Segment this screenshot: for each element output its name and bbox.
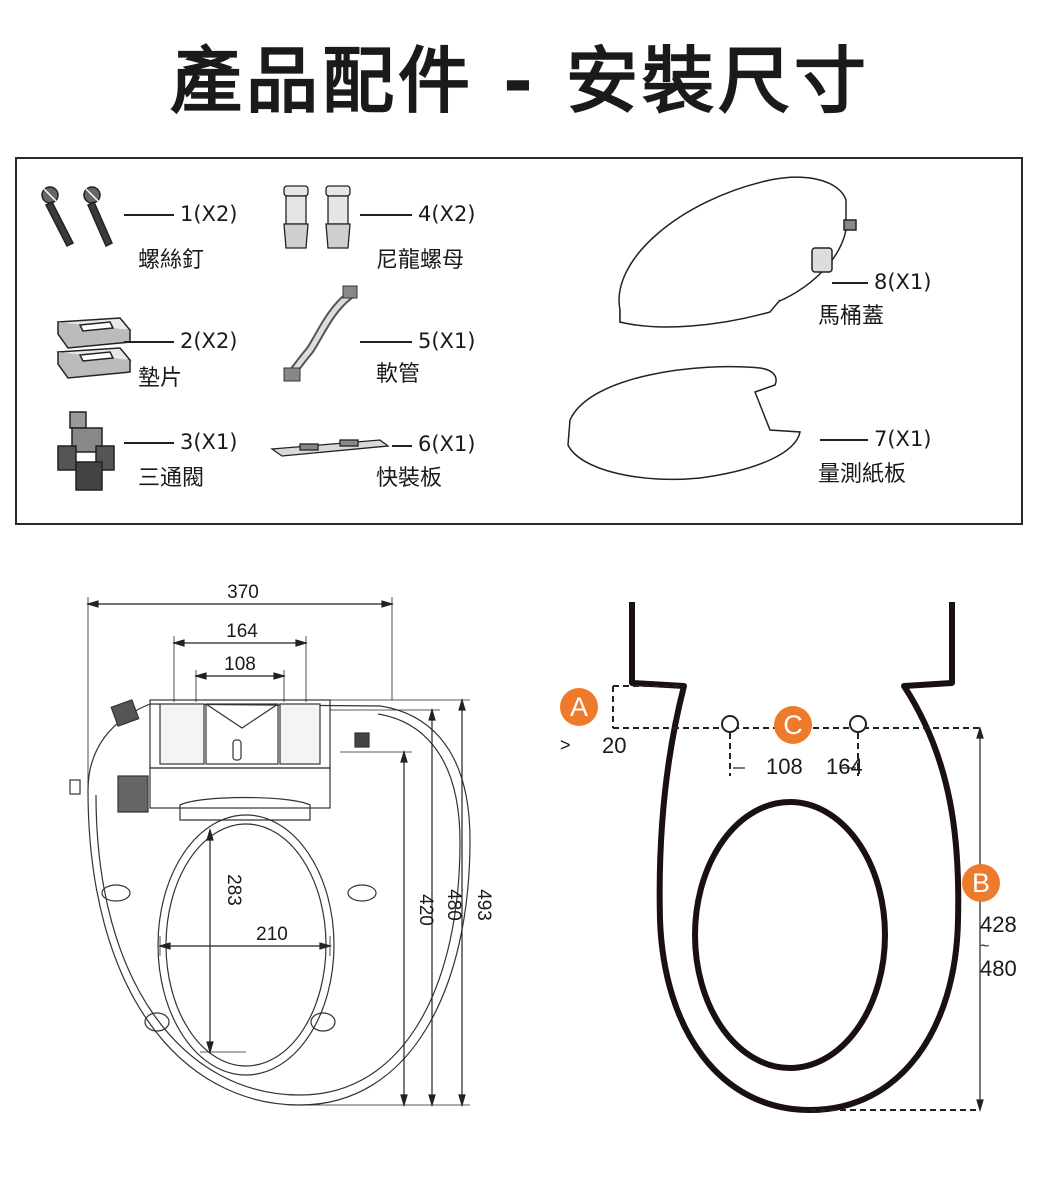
dimension-lines <box>85 597 470 1108</box>
tee-valve-icon <box>57 411 115 491</box>
b-dimension-line <box>733 725 984 1113</box>
part-name-5: 軟管 <box>376 362 421 387</box>
part-name-4: 尼龍螺母 <box>376 248 465 273</box>
hole-markers <box>721 715 867 733</box>
c-value-164: 164 <box>826 754 863 779</box>
leader-line <box>124 341 174 343</box>
washer-icon <box>56 317 132 379</box>
part-name-7: 量測紙板 <box>818 462 907 487</box>
b-min: 428 <box>980 912 1017 937</box>
part-qty-8: 8(X1) <box>874 270 932 294</box>
leader-line <box>392 445 412 447</box>
dim-164: 164 <box>226 621 258 642</box>
part-name-2: 墊片 <box>138 366 183 391</box>
measuring-board-icon <box>567 365 801 481</box>
leader-line <box>832 282 868 284</box>
part-name-8: 馬桶蓋 <box>818 304 885 329</box>
dim-370: 370 <box>227 582 259 603</box>
part-name-6: 快裝板 <box>376 466 443 491</box>
page-title: 產品配件 - 安裝尺寸 <box>169 39 871 123</box>
nylon-nut-icon <box>283 185 351 249</box>
badge-b: B <box>962 864 1000 902</box>
quick-plate-icon <box>270 439 390 457</box>
badge-a: A <box>560 688 598 726</box>
seat-outline <box>69 699 471 1106</box>
part-qty-1: 1(X2) <box>180 202 238 226</box>
parts-panel <box>15 157 1023 525</box>
part-name-3: 三通閥 <box>138 466 205 491</box>
part-qty-3: 3(X1) <box>180 430 238 454</box>
part-qty-5: 5(X1) <box>418 329 476 353</box>
leader-line <box>124 442 174 444</box>
screw-icon <box>41 186 113 248</box>
c-value-108: 108 <box>766 754 803 779</box>
a-value: 20 <box>602 733 627 758</box>
leader-line <box>124 214 174 216</box>
a-prefix: > <box>560 735 571 755</box>
b-max: 480 <box>980 956 1017 981</box>
part-qty-6: 6(X1) <box>418 432 476 456</box>
toilet-bowl-outline <box>629 602 962 1113</box>
part-name-1: 螺絲釘 <box>138 248 205 273</box>
toilet-lid-icon <box>618 176 857 328</box>
part-qty-7: 7(X1) <box>874 427 932 451</box>
leader-line <box>360 341 412 343</box>
dim-210: 210 <box>256 924 288 945</box>
leader-line <box>360 214 412 216</box>
part-qty-2: 2(X2) <box>180 329 238 353</box>
badge-c: C <box>774 706 812 744</box>
dim-283: 283 <box>223 874 244 906</box>
part-qty-4: 4(X2) <box>418 202 476 226</box>
dim-493: 493 <box>473 889 494 921</box>
hose-icon <box>283 285 358 382</box>
dim-108: 108 <box>224 654 256 675</box>
leader-line <box>820 439 868 441</box>
dim-420: 420 <box>415 894 436 926</box>
b-tilde: ~ <box>980 938 990 955</box>
dim-480: 480 <box>443 889 464 921</box>
